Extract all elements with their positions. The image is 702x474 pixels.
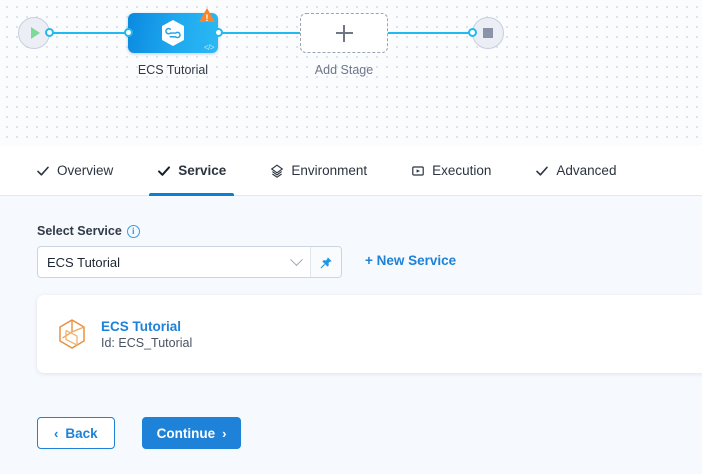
pin-button[interactable]: [310, 247, 341, 277]
check-icon: [157, 164, 171, 178]
chevron-right-icon: ›: [222, 425, 227, 441]
play-icon: [30, 27, 40, 39]
service-select-value: ECS Tutorial: [47, 254, 120, 270]
tab-service[interactable]: Service: [135, 146, 248, 196]
info-icon[interactable]: i: [126, 224, 140, 238]
edge-stage-to-addstage: [216, 32, 304, 34]
add-stage-label: Add Stage: [314, 63, 374, 77]
check-icon: [36, 164, 50, 178]
pipeline-canvas[interactable]: ! </> ECS Tutorial Add Stage: [0, 0, 702, 146]
continue-button-label: Continue: [156, 425, 216, 441]
tab-service-label: Service: [178, 163, 227, 178]
tab-overview[interactable]: Overview: [14, 146, 135, 196]
back-button[interactable]: ‹ Back: [37, 417, 115, 449]
select-service-label-group: Select Service i: [37, 224, 140, 238]
tab-advanced[interactable]: Advanced: [513, 146, 638, 196]
tab-execution[interactable]: Execution: [389, 146, 513, 196]
harness-hexagon-icon: [162, 20, 184, 46]
tab-overview-label: Overview: [57, 163, 114, 178]
add-stage-button[interactable]: [300, 13, 388, 53]
stop-icon: [483, 28, 493, 38]
chevron-left-icon: ‹: [54, 425, 59, 441]
edge-addstage-to-end: [386, 32, 472, 34]
check-icon: [535, 164, 549, 178]
new-service-button[interactable]: + New Service: [365, 253, 457, 268]
tab-environment-label: Environment: [291, 163, 368, 178]
code-brackets-icon: </>: [203, 43, 215, 52]
stage-node-label: ECS Tutorial: [137, 63, 209, 77]
tab-execution-label: Execution: [432, 163, 492, 178]
pin-icon: [320, 256, 332, 268]
continue-button[interactable]: Continue ›: [141, 417, 242, 449]
cube-icon: [59, 319, 85, 349]
service-card-title[interactable]: ECS Tutorial: [101, 318, 182, 334]
port-stage-input[interactable]: [124, 28, 133, 37]
port-stage-output[interactable]: [214, 28, 223, 37]
service-select[interactable]: ECS Tutorial: [37, 246, 342, 278]
stage-config-tabs: Overview Service Environment: [0, 146, 702, 196]
tab-environment[interactable]: Environment: [248, 146, 389, 196]
service-select-value-area[interactable]: ECS Tutorial: [38, 247, 310, 277]
warning-exclamation: !: [205, 13, 209, 23]
select-service-label: Select Service: [37, 224, 122, 238]
pipeline-start-node[interactable]: [18, 17, 50, 49]
port-start-output[interactable]: [45, 28, 54, 37]
pipeline-end-node[interactable]: [472, 17, 504, 49]
edge-start-to-stage: [48, 32, 132, 34]
plus-icon-vertical: [343, 24, 345, 42]
chevron-down-icon: [290, 252, 303, 266]
execution-play-box-icon: [411, 164, 425, 178]
tab-advanced-label: Advanced: [556, 163, 617, 178]
warning-triangle-icon: [199, 8, 215, 22]
layers-diamond-icon: [270, 164, 284, 178]
port-end-input[interactable]: [468, 28, 477, 37]
back-button-label: Back: [65, 425, 98, 441]
stage-node-ecs-tutorial[interactable]: ! </>: [128, 8, 218, 53]
wizard-footer: ‹ Back Continue ›: [37, 417, 242, 449]
service-card-text: ECS Tutorial Id: ECS_Tutorial: [101, 319, 192, 350]
service-card-id: Id: ECS_Tutorial: [101, 335, 193, 350]
service-card[interactable]: ECS Tutorial Id: ECS_Tutorial: [37, 295, 702, 373]
